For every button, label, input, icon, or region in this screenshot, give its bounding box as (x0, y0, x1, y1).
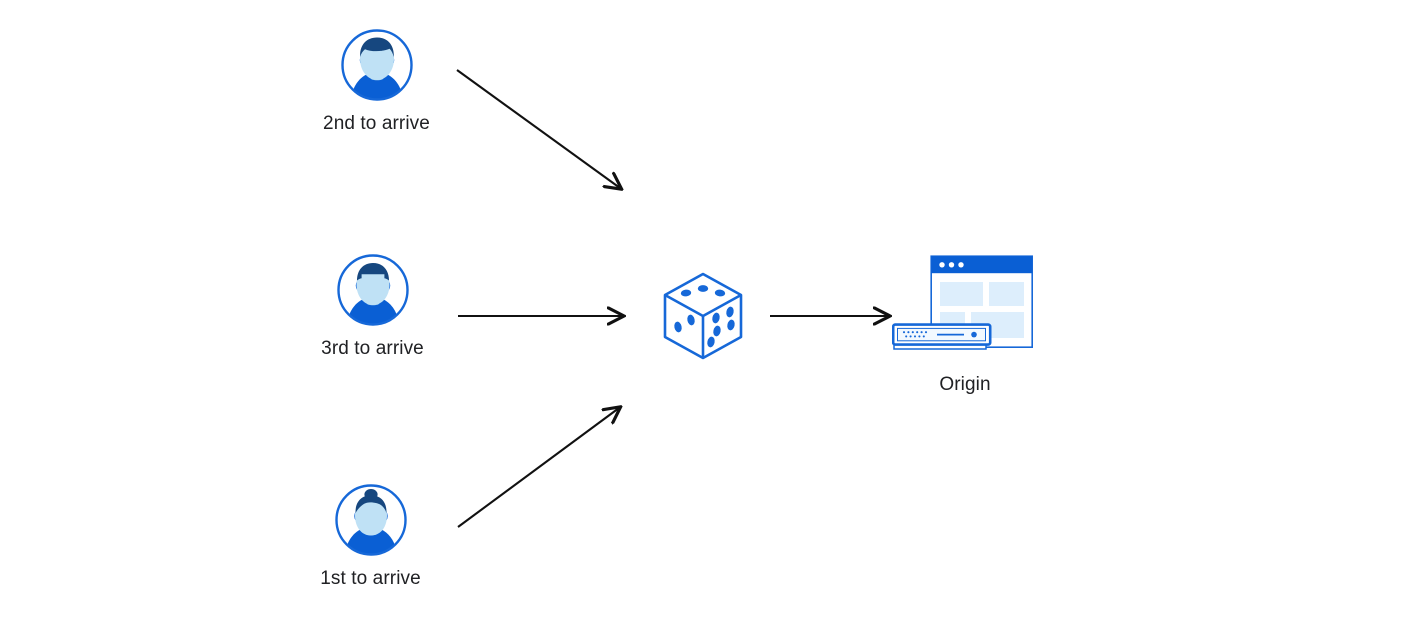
user-avatar-icon (339, 27, 415, 103)
origin-label: Origin (939, 374, 991, 395)
client-node-first[interactable]: 1st to arrive (298, 482, 443, 590)
arrow-client-first-to-balancer (457, 408, 619, 528)
user-avatar-icon (335, 252, 411, 328)
router-device-icon (891, 323, 992, 362)
arrow-client-second-to-balancer (456, 69, 620, 188)
client-label-second: 2nd to arrive (323, 113, 430, 134)
user-avatar-icon (333, 482, 409, 558)
client-node-third[interactable]: 3rd to arrive (300, 252, 445, 360)
dice-icon (657, 268, 749, 364)
client-label-third: 3rd to arrive (321, 338, 424, 359)
random-selector-node[interactable] (655, 268, 750, 364)
client-label-first: 1st to arrive (320, 568, 421, 589)
origin-node[interactable]: Origin (890, 255, 1040, 396)
origin-server-icon (891, 255, 1038, 362)
client-node-second[interactable]: 2nd to arrive (304, 27, 449, 135)
